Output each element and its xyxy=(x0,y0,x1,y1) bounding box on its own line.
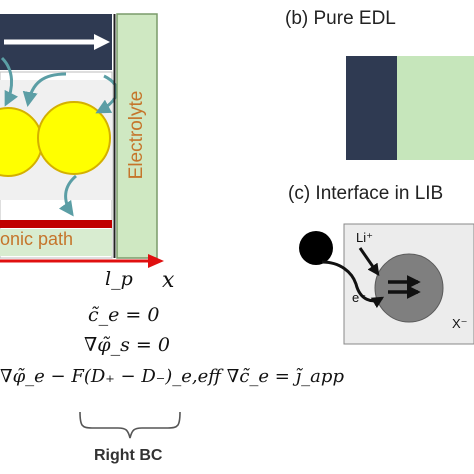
grey-particle xyxy=(374,253,444,323)
ionic-path-region xyxy=(0,229,112,256)
right-bc-label: Right BC xyxy=(94,447,163,464)
ion-arrow-4 xyxy=(58,174,78,217)
electrolyte-column xyxy=(116,13,158,259)
equation-phie: ∇φ̃_e − F(D₊ − D₋)_e,eff ∇c̃_e = j̃_app xyxy=(0,366,344,387)
active-particle-right xyxy=(37,101,111,175)
li-ion-label: Li⁺ xyxy=(356,230,373,245)
electron-source-dot xyxy=(299,231,333,265)
ionic-path-label: onic path xyxy=(0,229,74,249)
panel-b-title: (b) Pure EDL xyxy=(285,8,396,29)
ion-arrow-1 xyxy=(0,56,19,107)
right-bc-brace xyxy=(79,411,181,439)
equation-ce: c̃_e = 0 xyxy=(88,304,160,326)
current-flow-arrowhead xyxy=(94,34,110,50)
x-axis-arrowhead xyxy=(148,254,164,268)
panel-c-title: (c) Interface in LIB xyxy=(288,183,444,204)
ionic-path-bar xyxy=(0,220,112,228)
edl-electrode-block xyxy=(346,56,397,160)
li-ion-arrow xyxy=(358,247,380,276)
ion-arrow-2 xyxy=(22,72,67,107)
axis-x-label: x xyxy=(162,268,175,293)
anion-label: X⁻ xyxy=(452,316,468,331)
electron-label: e⁻ xyxy=(352,290,367,305)
electrolyte-label: Electrolyte xyxy=(126,90,147,180)
equation-phis: ∇φ̃_s = 0 xyxy=(84,334,170,356)
electron-path-arrow xyxy=(321,260,385,309)
axis-lp-label: l_p xyxy=(105,268,133,290)
edl-electrolyte-block xyxy=(397,56,474,160)
